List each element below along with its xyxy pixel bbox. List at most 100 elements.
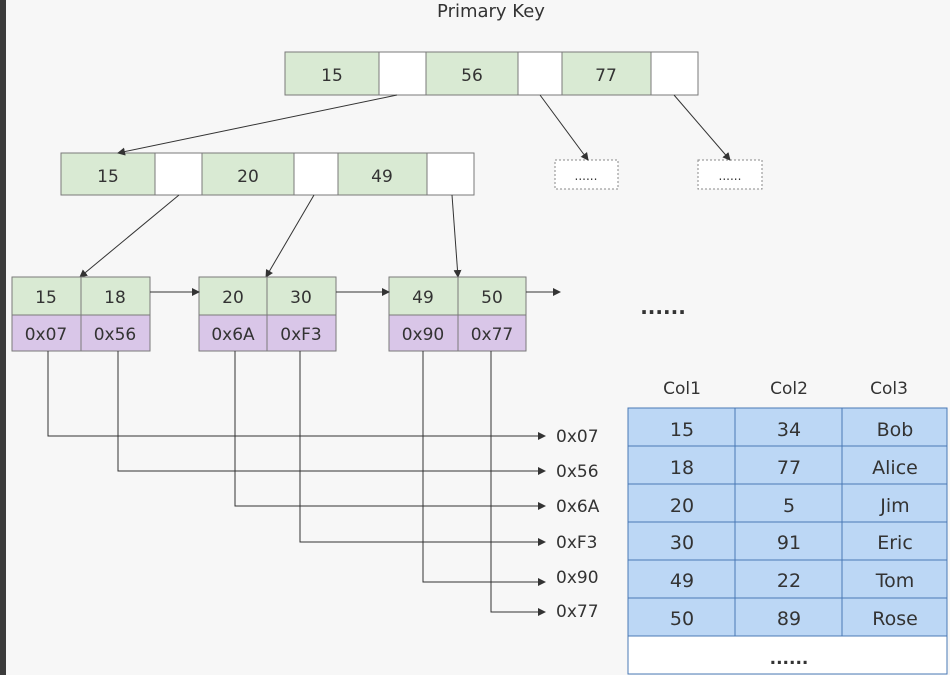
leaf-address-cell [388, 314, 459, 352]
table-row: 50 89 Rose [627, 597, 948, 637]
leaf-address-cell [80, 314, 151, 352]
table-row: 30 91 Eric [627, 521, 948, 561]
table-row: 49 22 Tom [627, 559, 948, 599]
table-cell-value: 22 [777, 570, 801, 592]
table-cell-value: Jim [879, 495, 909, 517]
tree-edge [539, 94, 589, 161]
internal-key: 20 [237, 167, 259, 187]
table-cell [627, 521, 736, 561]
leaf-key: 49 [412, 288, 434, 308]
table-cell [627, 445, 736, 485]
table-footer-row: ...... [627, 635, 948, 675]
internal-pointer-cell [426, 152, 475, 196]
table-cell-value: Tom [875, 570, 915, 592]
address-pointer [47, 351, 546, 440]
leaf-key-cell [266, 276, 337, 316]
table-cell-value: 34 [777, 419, 801, 441]
table-column-header: Col2 [770, 379, 808, 399]
table-cell-value: 77 [777, 457, 801, 479]
table-cell-value: Rose [872, 608, 918, 630]
table-row: 15 34 Bob [627, 407, 948, 447]
root-node: 15 56 77 [284, 51, 699, 96]
table-cell [841, 483, 948, 523]
table-cell [627, 407, 736, 447]
address-pointer [234, 351, 546, 510]
table-row: 20 5 Jim [627, 483, 948, 523]
tree-edge [673, 94, 731, 161]
leaf-key: 50 [481, 288, 503, 308]
internal-key: 49 [371, 167, 393, 187]
root-key: 77 [595, 66, 617, 86]
internal-key-cell [60, 152, 156, 196]
root-pointer-cell [517, 51, 563, 96]
table-cell [734, 521, 843, 561]
table-cell-value: 91 [777, 532, 801, 554]
leaf-key-cell [198, 276, 268, 316]
root-key: 56 [461, 66, 483, 86]
tree-edge [265, 194, 315, 278]
address-label: 0x6A [556, 497, 600, 517]
address-label: 0x07 [556, 427, 599, 447]
table-footer-dots: ...... [770, 649, 809, 669]
placeholder-dots: ...... [719, 169, 742, 183]
leaf-node: 15 18 0x07 0x56 [11, 276, 151, 352]
leaf-address: 0x77 [471, 325, 514, 345]
internal-key-cell [201, 152, 295, 196]
leaf-node: 20 30 0x6A 0xF3 [198, 276, 337, 352]
leaf-key: 18 [104, 288, 126, 308]
leaf-key: 20 [222, 288, 244, 308]
address-pointer [422, 351, 546, 586]
table-cell-value: Alice [872, 457, 918, 479]
diagram-title: Primary Key [437, 1, 545, 22]
leaf-address-cell [457, 314, 527, 352]
leaf-address: 0xF3 [280, 325, 321, 345]
table-cell [841, 521, 948, 561]
table-column-header: Col1 [663, 379, 701, 399]
table-cell [841, 407, 948, 447]
leaf-address: 0x56 [94, 325, 137, 345]
table-footer-cell [627, 635, 948, 675]
root-key: 15 [321, 66, 343, 86]
table-cell-value: Eric [877, 532, 913, 554]
leaf-key: 15 [35, 288, 57, 308]
placeholder-node [697, 159, 763, 190]
tree-edge [117, 94, 398, 156]
leaf-node: 49 50 0x90 0x77 [388, 276, 527, 352]
table-row: 18 77 Alice [627, 445, 948, 485]
root-pointer-cell [650, 51, 699, 96]
internal-node: 15 20 49 [60, 152, 475, 196]
placeholder-dots: ...... [575, 169, 598, 183]
leaf-key: 30 [290, 288, 312, 308]
table-cell-value: 49 [670, 570, 694, 592]
window-edge [0, 0, 6, 675]
address-label: 0x77 [556, 602, 599, 622]
address-label: 0x90 [556, 568, 599, 588]
table-cell-value: Bob [877, 419, 914, 441]
internal-key-cell [337, 152, 428, 196]
leaf-address: 0x07 [25, 325, 68, 345]
internal-key: 15 [97, 167, 119, 187]
root-pointer-cell [378, 51, 427, 96]
address-label: 0x56 [556, 462, 599, 482]
table-cell-value: 20 [670, 495, 694, 517]
leaf-address-cell [266, 314, 337, 352]
table-column-header: Col3 [870, 379, 908, 399]
internal-pointer-cell [154, 152, 203, 196]
address-pointer [490, 351, 546, 616]
table-cell [841, 445, 948, 485]
internal-pointer-cell [293, 152, 339, 196]
table-cell [841, 597, 948, 637]
leaf-address: 0x90 [402, 325, 445, 345]
address-pointer [117, 351, 546, 475]
tree-edge [79, 194, 180, 278]
address-label: 0xF3 [556, 533, 597, 553]
table-cell-value: 5 [783, 495, 795, 517]
tree-edge [451, 194, 462, 278]
table-cell-value: 18 [670, 457, 694, 479]
address-pointer [299, 351, 546, 546]
leaf-key-cell [80, 276, 151, 316]
continuation-dots: ...... [640, 295, 686, 319]
root-key-cell [425, 51, 519, 96]
